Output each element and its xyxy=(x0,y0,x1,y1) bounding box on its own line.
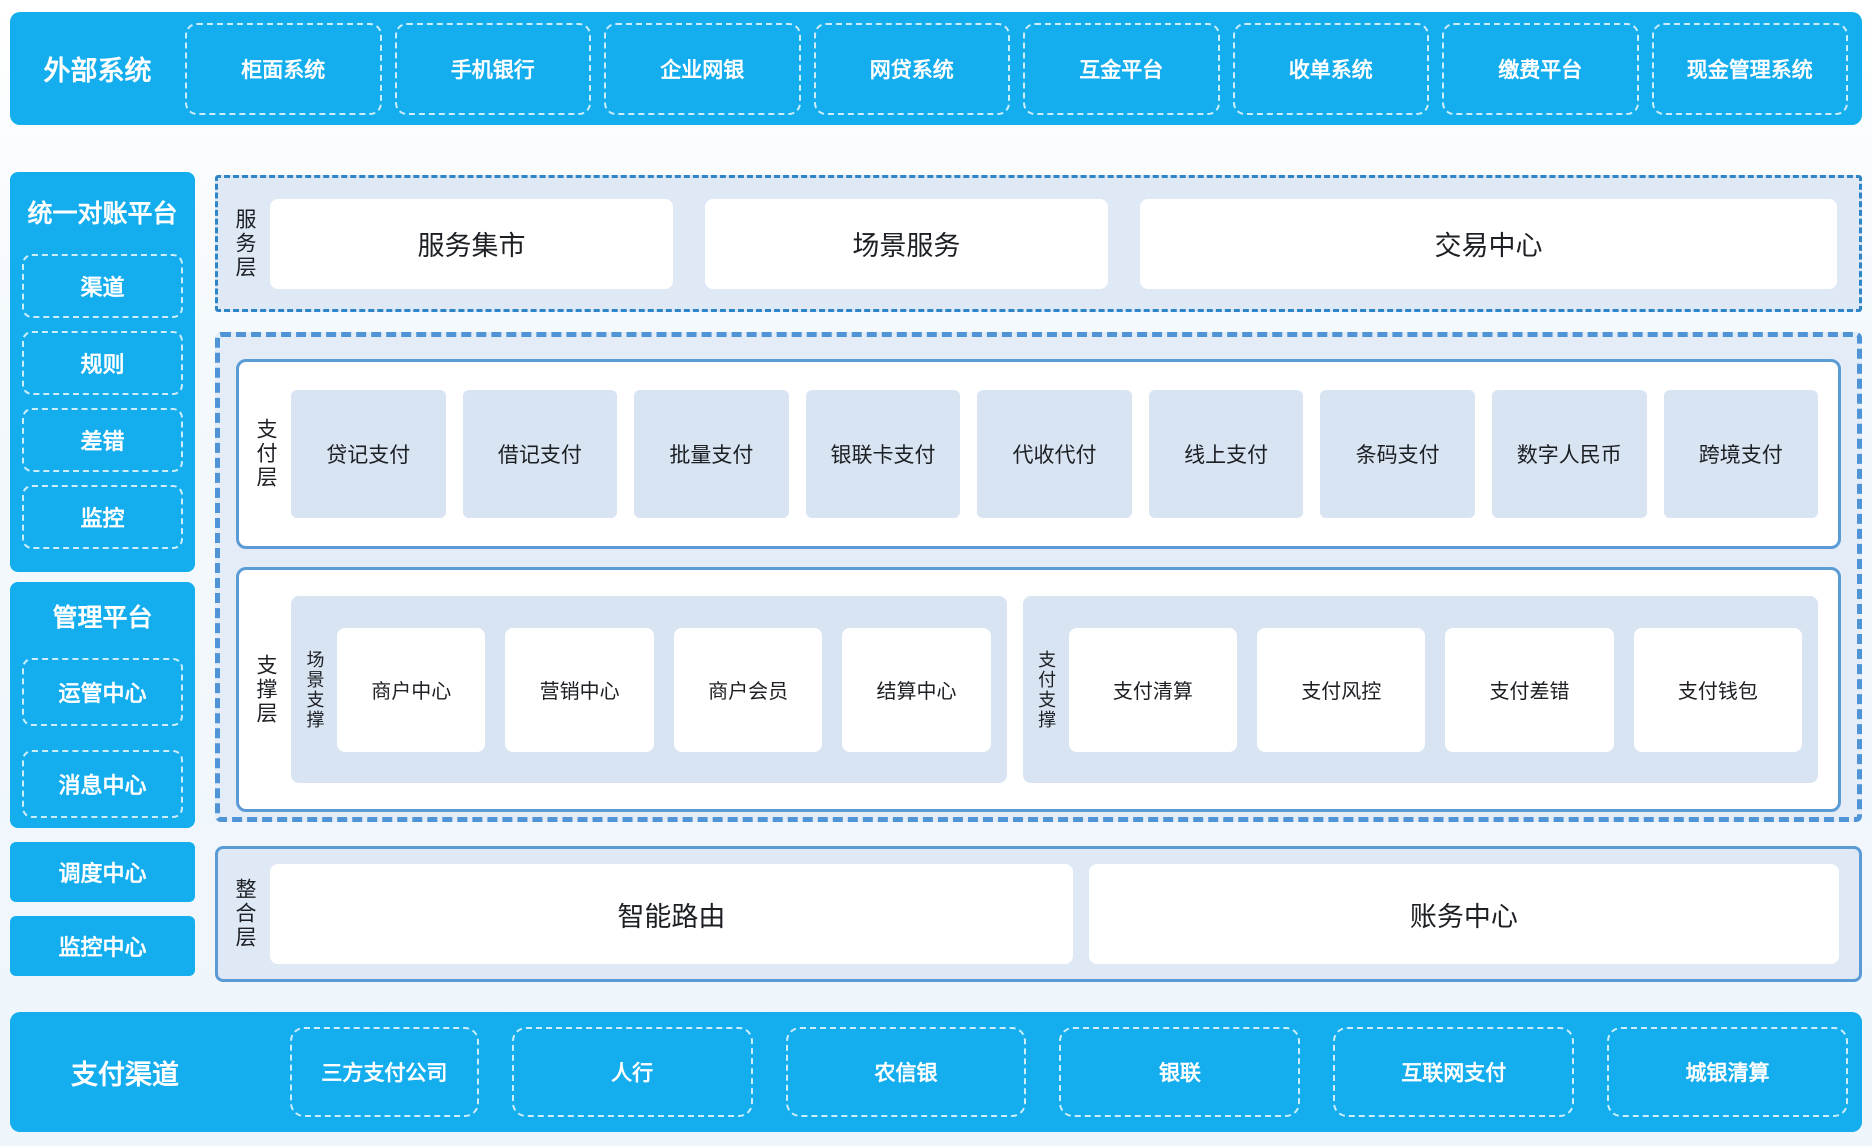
integration-layer-boxes: 智能路由 账务中心 xyxy=(270,864,1839,964)
payment-layer-panel: 支付层 贷记支付 借记支付 批量支付 银联卡支付 代收代付 线上支付 条码支付 … xyxy=(236,359,1841,549)
support-item: 支付差错 xyxy=(1445,627,1614,752)
external-system-box: 缴费平台 xyxy=(1442,22,1639,115)
channel-box: 农信银 xyxy=(785,1027,1027,1117)
reconciliation-platform-block: 统一对账平台 渠道 规则 差错 监控 xyxy=(10,172,195,572)
payment-item: 线上支付 xyxy=(1148,390,1304,518)
service-box: 场景服务 xyxy=(704,198,1108,289)
reconciliation-platform-title: 统一对账平台 xyxy=(27,200,178,228)
payment-item: 跨境支付 xyxy=(1663,390,1819,518)
payment-channels-bar: 支付渠道 三方支付公司 人行 农信银 银联 互联网支付 城银清算 xyxy=(10,1012,1862,1132)
support-item: 商户中心 xyxy=(337,627,486,752)
payment-item: 批量支付 xyxy=(634,390,789,518)
reconciliation-item: 渠道 xyxy=(22,254,183,318)
payment-channels-items: 三方支付公司 人行 农信银 银联 互联网支付 城银清算 xyxy=(290,1027,1848,1117)
integration-box: 智能路由 xyxy=(270,864,1073,964)
service-layer-label: 服务层 xyxy=(218,208,270,280)
payment-item: 条码支付 xyxy=(1320,390,1475,518)
integration-box: 账务中心 xyxy=(1088,864,1839,964)
management-item: 运管中心 xyxy=(22,658,183,726)
payment-item: 数字人民币 xyxy=(1491,390,1647,518)
support-item: 商户会员 xyxy=(673,627,823,752)
payment-layer-items: 贷记支付 借记支付 批量支付 银联卡支付 代收代付 线上支付 条码支付 数字人民… xyxy=(291,390,1819,518)
external-systems-items: 柜面系统 手机银行 企业网银 网贷系统 互金平台 收单系统 缴费平台 现金管理系… xyxy=(185,22,1848,115)
external-system-box: 企业网银 xyxy=(604,22,801,115)
payment-layer-label-text: 支付层 xyxy=(254,418,278,490)
payment-support-boxes: 支付清算 支付风控 支付差错 支付钱包 xyxy=(1068,627,1802,752)
support-layer-label-text: 支撑层 xyxy=(254,653,278,726)
payment-core-dashed-container: 支付层 贷记支付 借记支付 批量支付 银联卡支付 代收代付 线上支付 条码支付 … xyxy=(215,332,1862,822)
payment-support-label: 支付支撑 xyxy=(1023,650,1069,730)
reconciliation-items: 渠道 规则 差错 监控 xyxy=(10,230,195,549)
support-layer-groups: 场景支撑 商户中心 营销中心 商户会员 结算中心 支付支撑 支付清算 xyxy=(291,596,1818,783)
support-item: 支付钱包 xyxy=(1633,627,1802,752)
management-platform-block: 管理平台 运管中心 消息中心 xyxy=(10,582,195,828)
external-system-box: 手机银行 xyxy=(394,22,591,115)
payment-channels-label: 支付渠道 xyxy=(71,1059,179,1090)
support-item: 营销中心 xyxy=(505,627,654,752)
management-items: 运管中心 消息中心 xyxy=(10,634,195,818)
payment-item: 借记支付 xyxy=(462,390,618,518)
service-box: 服务集市 xyxy=(270,198,673,289)
payment-support-label-text: 支付支撑 xyxy=(1036,649,1057,730)
channel-box: 互联网支付 xyxy=(1333,1027,1575,1117)
service-layer-boxes: 服务集市 场景服务 交易中心 xyxy=(270,198,1838,289)
support-group-scene: 场景支撑 商户中心 营销中心 商户会员 结算中心 xyxy=(291,596,1007,783)
payment-layer-label: 支付层 xyxy=(239,418,291,490)
external-systems-label: 外部系统 xyxy=(43,56,152,86)
channel-box: 城银清算 xyxy=(1607,1027,1848,1117)
external-system-box: 网贷系统 xyxy=(813,22,1010,115)
management-item: 消息中心 xyxy=(22,750,183,818)
service-layer-label-text: 服务层 xyxy=(233,207,257,280)
integration-layer-label-text: 整合层 xyxy=(233,878,257,950)
channel-box: 人行 xyxy=(511,1027,753,1117)
payment-item: 银联卡支付 xyxy=(805,390,961,518)
external-system-box: 现金管理系统 xyxy=(1651,22,1848,115)
external-system-box: 柜面系统 xyxy=(185,22,382,115)
service-layer-panel: 服务层 服务集市 场景服务 交易中心 xyxy=(215,175,1862,312)
channel-box: 三方支付公司 xyxy=(290,1027,479,1117)
payment-item: 贷记支付 xyxy=(291,390,446,518)
support-group-payment: 支付支撑 支付清算 支付风控 支付差错 支付钱包 xyxy=(1022,596,1818,783)
reconciliation-item: 规则 xyxy=(22,331,183,395)
support-item: 支付风控 xyxy=(1257,627,1426,752)
channel-box: 银联 xyxy=(1059,1027,1301,1117)
support-layer-panel: 支撑层 场景支撑 商户中心 营销中心 商户会员 结算中心 支付支 xyxy=(236,567,1841,812)
reconciliation-item: 监控 xyxy=(22,485,183,549)
external-system-box: 收单系统 xyxy=(1232,22,1429,115)
management-platform-title: 管理平台 xyxy=(52,604,153,632)
scene-support-label: 场景支撑 xyxy=(291,650,337,730)
scene-support-label-text: 场景支撑 xyxy=(304,649,325,730)
reconciliation-item: 差错 xyxy=(22,408,183,472)
external-systems-bar: 外部系统 柜面系统 手机银行 企业网银 网贷系统 互金平台 收单系统 缴费平台 … xyxy=(10,12,1862,125)
payment-item: 代收代付 xyxy=(977,390,1132,518)
support-layer-label: 支撑层 xyxy=(239,654,291,726)
external-system-box: 互金平台 xyxy=(1023,22,1220,115)
support-item: 结算中心 xyxy=(842,627,991,752)
dispatch-center-block: 调度中心 xyxy=(10,842,195,902)
support-item: 支付清算 xyxy=(1068,627,1238,752)
service-box: 交易中心 xyxy=(1139,198,1838,289)
integration-layer-label: 整合层 xyxy=(218,878,270,950)
monitoring-center-block: 监控中心 xyxy=(10,916,195,976)
integration-layer-panel: 整合层 智能路由 账务中心 xyxy=(215,846,1862,982)
scene-support-boxes: 商户中心 营销中心 商户会员 结算中心 xyxy=(337,627,991,752)
